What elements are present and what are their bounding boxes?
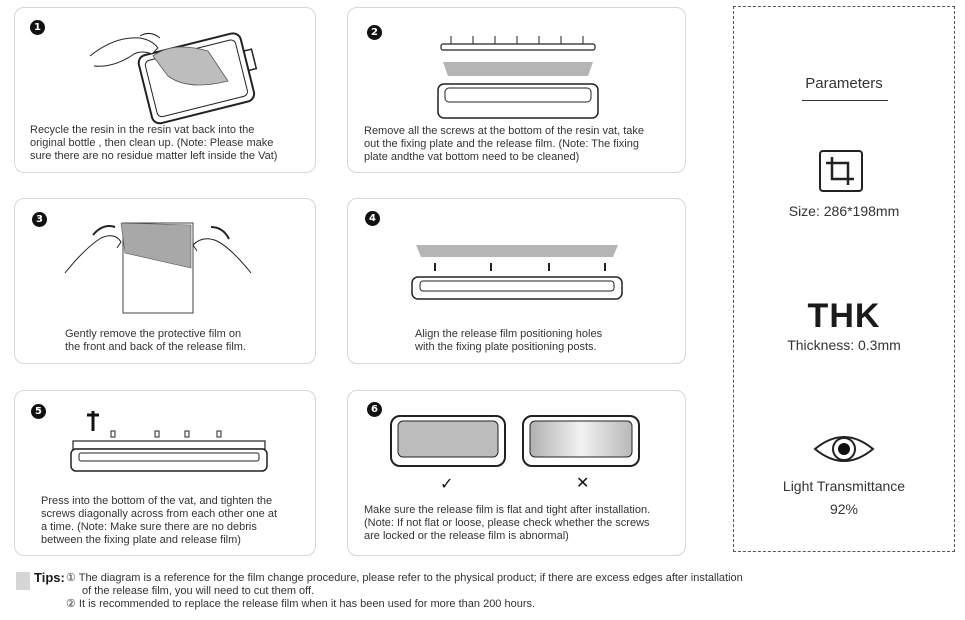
step-6-card: 6 ✓ ✕ Make sure the release film is flat…: [347, 390, 686, 556]
caption-line: sure there are no residue matter left in…: [30, 150, 278, 162]
caption-line: Align the release film positioning holes: [415, 328, 603, 340]
step-4-illustration: [411, 245, 623, 300]
step-2-illustration: [437, 36, 599, 119]
step-5-illustration: [70, 411, 268, 472]
step-number-badge: 6: [367, 402, 382, 417]
transmittance-label: Light Transmittance: [782, 478, 906, 494]
incorrect-cross-icon: ✕: [576, 473, 590, 492]
caption-line: out the fixing plate and the release fil…: [364, 138, 639, 150]
caption-line: are locked or the release film is abnorm…: [364, 530, 569, 542]
tips-marker: [16, 572, 30, 590]
parameters-title: Parameters: [805, 75, 883, 92]
step-2-card: 2 Remove all the screws at the bottom of…: [347, 7, 686, 173]
title-underline: [802, 100, 888, 101]
tips-label: Tips:: [34, 570, 65, 585]
step-4-caption: Align the release film positioning holes…: [415, 328, 602, 354]
step-1-card: 1 Recycle the resin in the resin vat bac…: [14, 7, 316, 173]
caption-line: with the fixing plate positioning posts.: [415, 341, 597, 353]
step-6-correct-illustration: [390, 415, 506, 467]
caption-line: Remove all the screws at the bottom of t…: [364, 125, 645, 137]
tip-line: of the release film, you will need to cu…: [82, 585, 315, 597]
step-6-caption: Make sure the release film is flat and t…: [364, 504, 650, 543]
step-3-illustration: [64, 222, 252, 314]
tip-line: ② It is recommended to replace the relea…: [66, 598, 536, 610]
correct-check-icon: ✓: [440, 474, 454, 493]
caption-line: Recycle the resin in the resin vat back …: [30, 124, 255, 136]
thk-heading: THK: [807, 297, 881, 335]
crop-icon: [819, 150, 863, 192]
step-1-caption: Recycle the resin in the resin vat back …: [30, 124, 277, 163]
thickness-label: Thickness: 0.3mm: [787, 337, 901, 353]
step-4-card: 4 Align the release film positioning hol…: [347, 198, 686, 364]
caption-line: Gently remove the protective film on: [65, 328, 242, 340]
step-number-badge: 2: [367, 25, 382, 40]
caption-line: screws diagonally across from each other…: [41, 508, 278, 520]
caption-line: original bottle , then clean up. (Note: …: [30, 137, 274, 149]
caption-line: the front and back of the release film.: [65, 341, 246, 353]
step-5-card: 5 Press into the bottom of the vat, and …: [14, 390, 316, 556]
step-3-card: 3 Gently remove the protective film on t…: [14, 198, 316, 364]
parameters-panel: Parameters Size: 286*198mm THK Thickness…: [733, 6, 955, 552]
caption-line: Press into the bottom of the vat, and ti…: [41, 495, 273, 507]
step-1-illustration: [89, 32, 258, 125]
step-2-caption: Remove all the screws at the bottom of t…: [364, 125, 644, 164]
eye-icon: [813, 436, 875, 462]
step-number-badge: 1: [30, 20, 45, 35]
transmittance-value: 92%: [829, 501, 859, 517]
caption-line: between the fixing plate and release fil…: [41, 534, 241, 546]
tip-line: ① The diagram is a reference for the fil…: [66, 572, 743, 584]
caption-line: (Note: If not flat or loose, please chec…: [364, 517, 650, 529]
size-label: Size: 286*198mm: [788, 203, 900, 219]
step-5-caption: Press into the bottom of the vat, and ti…: [41, 495, 277, 547]
step-3-caption: Gently remove the protective film on the…: [65, 328, 246, 354]
step-6-incorrect-illustration: [522, 415, 640, 467]
caption-line: a time. (Note: Make sure there are no de…: [41, 521, 257, 533]
caption-line: Make sure the release film is flat and t…: [364, 504, 651, 516]
step-number-badge: 3: [32, 212, 47, 227]
step-number-badge: 4: [365, 211, 380, 226]
caption-line: plate andthe vat bottom need to be clean…: [364, 151, 580, 163]
step-number-badge: 5: [31, 404, 46, 419]
